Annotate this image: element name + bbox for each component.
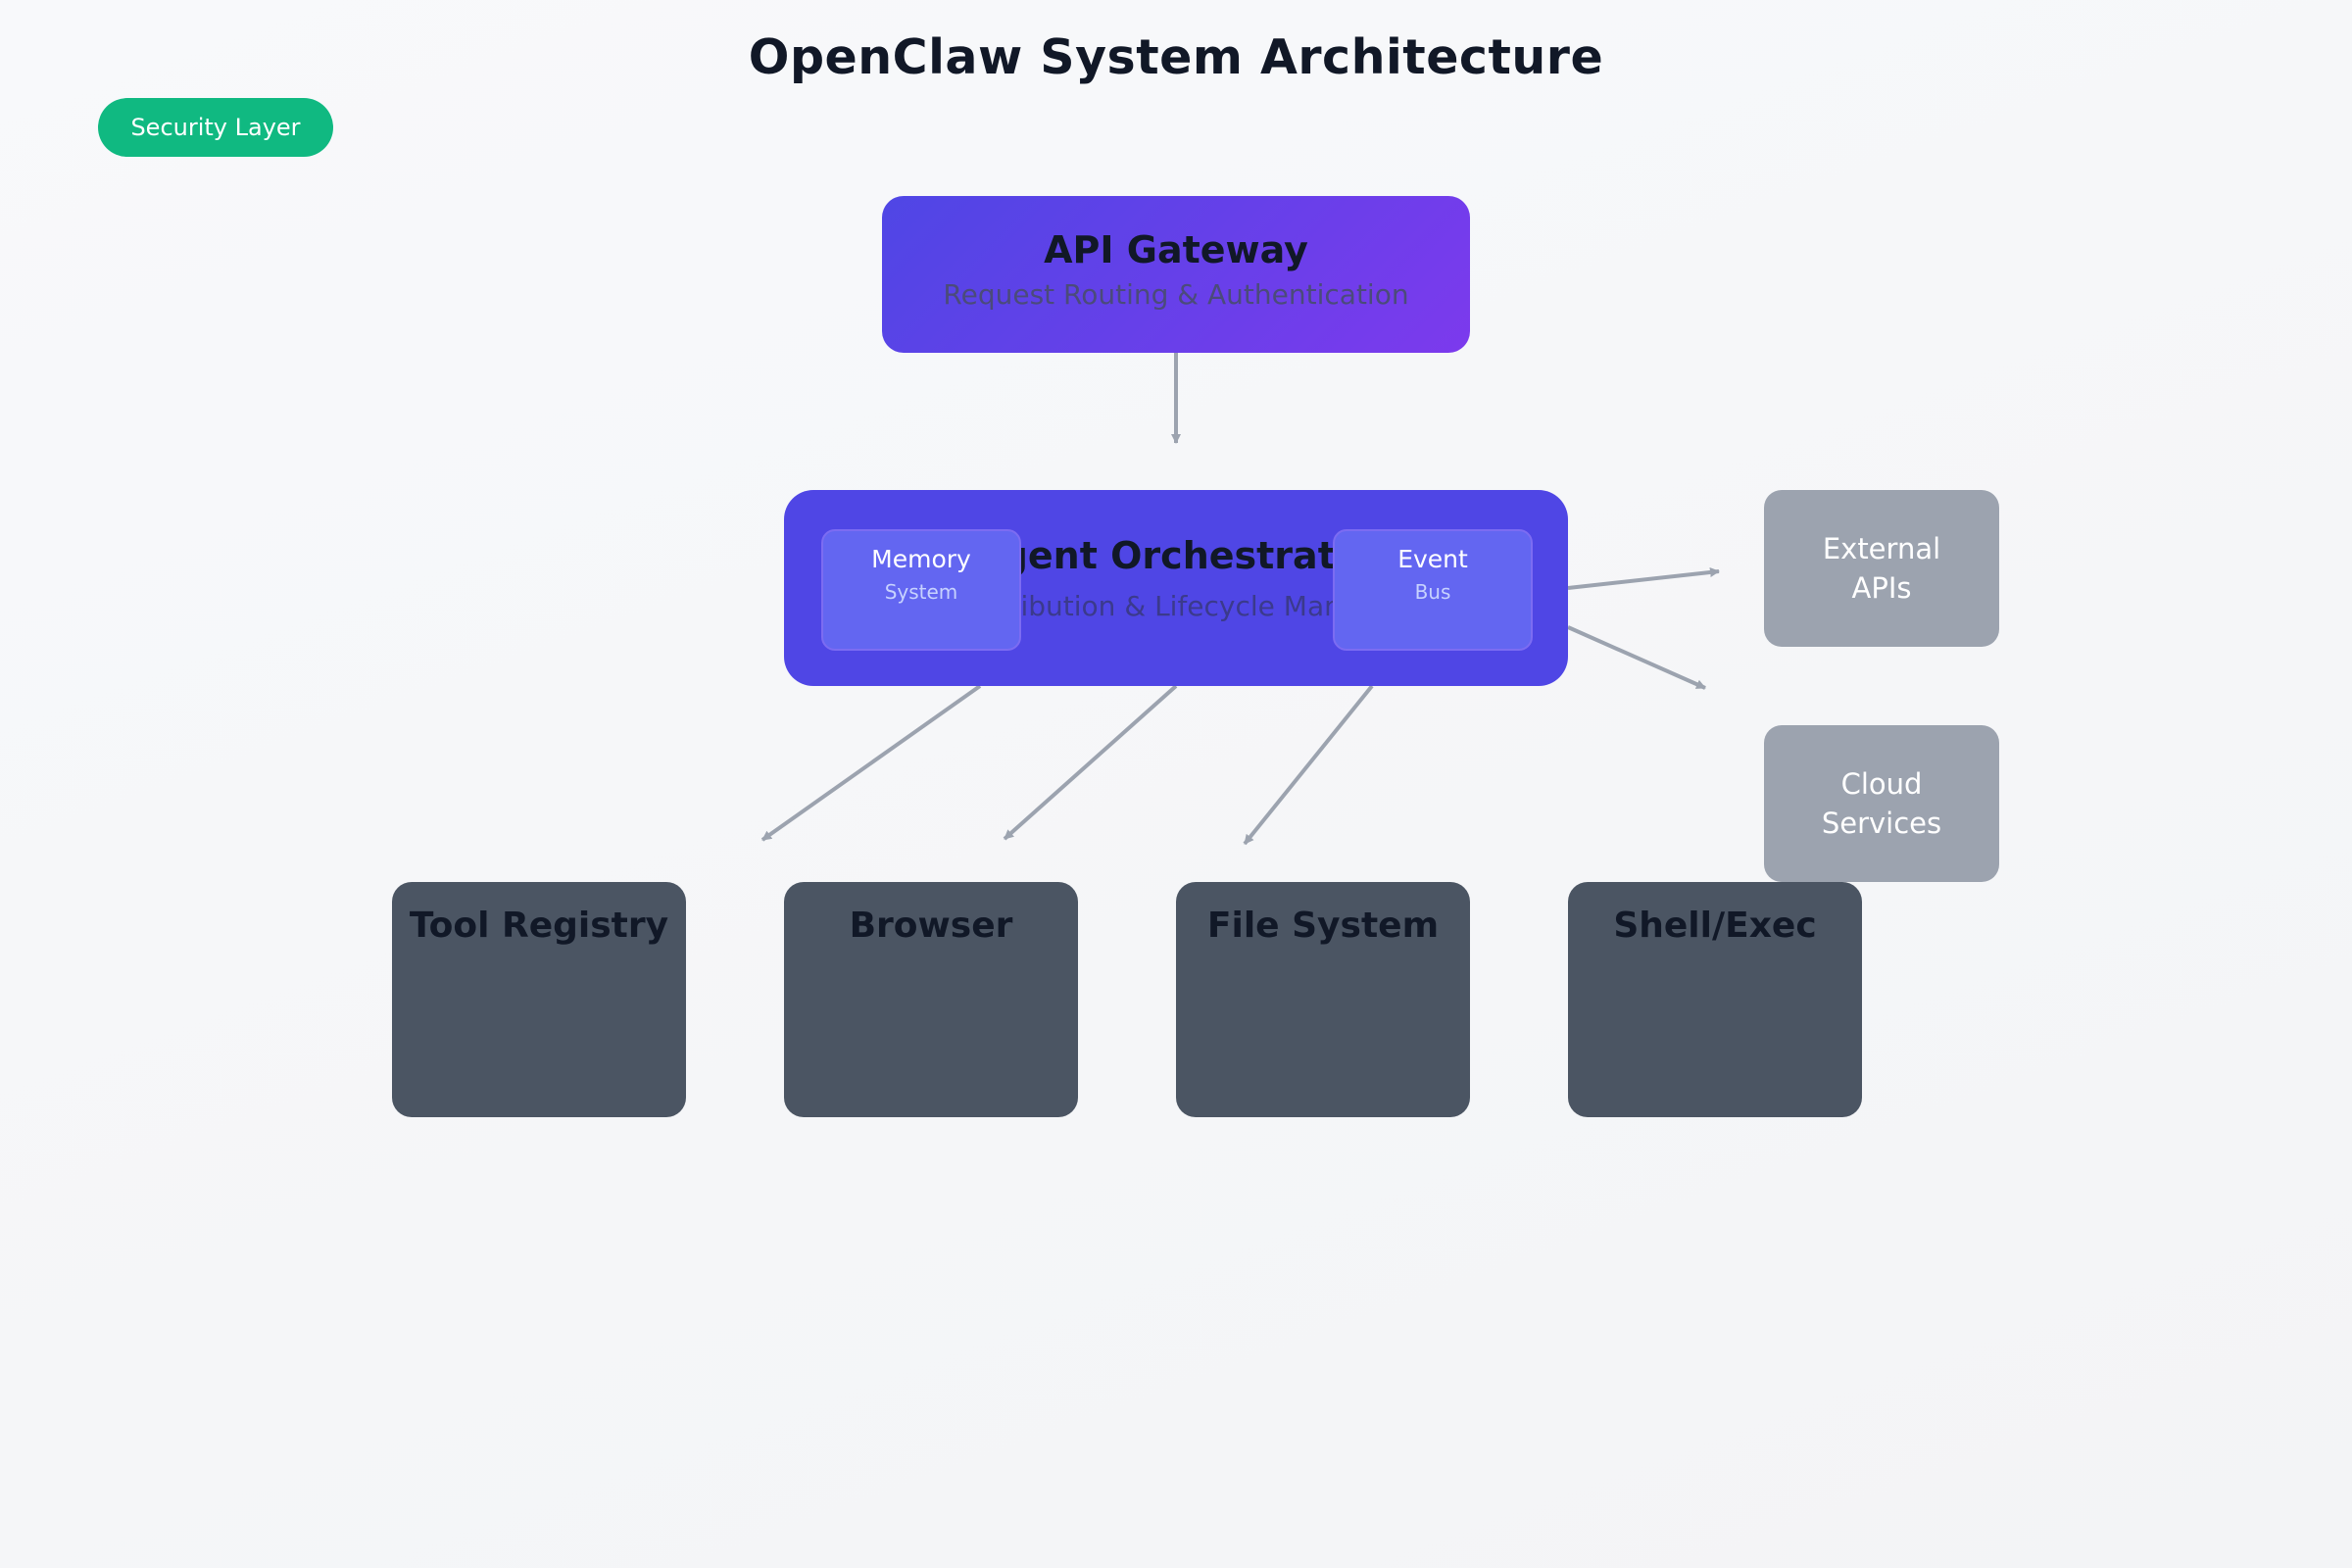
- event-bus-sublabel: Bus: [1414, 580, 1451, 604]
- edge-orchestrator-to-external-apis: [1567, 567, 1720, 590]
- memory-system-node: Memory System: [821, 529, 1021, 651]
- cloud-services-label-line2: Services: [1821, 807, 1942, 840]
- browser-node: Browser: [784, 882, 1078, 1117]
- cloud-services-node: Cloud Services: [1764, 725, 1999, 882]
- memory-system-sublabel: System: [884, 580, 958, 604]
- external-apis-node: External APIs: [1764, 490, 1999, 647]
- file-system-label: File System: [1206, 906, 1440, 946]
- shell-exec-node: Shell/Exec: [1568, 882, 1862, 1117]
- edge-orchestrator-to-cloud-services: [1567, 625, 1706, 690]
- cloud-services-label-line1: Cloud: [1840, 767, 1923, 801]
- agent-orchestrator-node: Agent Orchestrator Task Distribution & L…: [784, 490, 1568, 686]
- edge-orchestrator-to-tool-registry: [760, 684, 982, 842]
- api-gateway-title: API Gateway: [1044, 228, 1308, 271]
- tool-registry-node: Tool Registry: [392, 882, 686, 1117]
- event-bus-node: Event Bus: [1333, 529, 1533, 651]
- event-bus-label: Event: [1397, 545, 1468, 573]
- file-system-node: File System: [1176, 882, 1470, 1117]
- memory-system-label: Memory: [871, 545, 971, 573]
- external-apis-label-line2: APIs: [1851, 571, 1912, 605]
- diagram-title: OpenClaw System Architecture: [748, 29, 1604, 85]
- external-apis-label-line1: External: [1822, 532, 1941, 565]
- api-gateway-subtitle: Request Routing & Authentication: [943, 278, 1409, 311]
- browser-label: Browser: [849, 906, 1013, 946]
- api-gateway-node: API Gateway Request Routing & Authentica…: [882, 196, 1470, 353]
- agent-orchestrator-title: Agent Orchestrator: [972, 534, 1380, 577]
- tool-registry-label: Tool Registry: [409, 906, 669, 946]
- security-layer-badge: Security Layer: [98, 98, 333, 157]
- edge-orchestrator-to-file-system: [1243, 684, 1374, 846]
- edge-orchestrator-to-browser: [1003, 684, 1178, 841]
- shell-exec-label: Shell/Exec: [1613, 906, 1817, 946]
